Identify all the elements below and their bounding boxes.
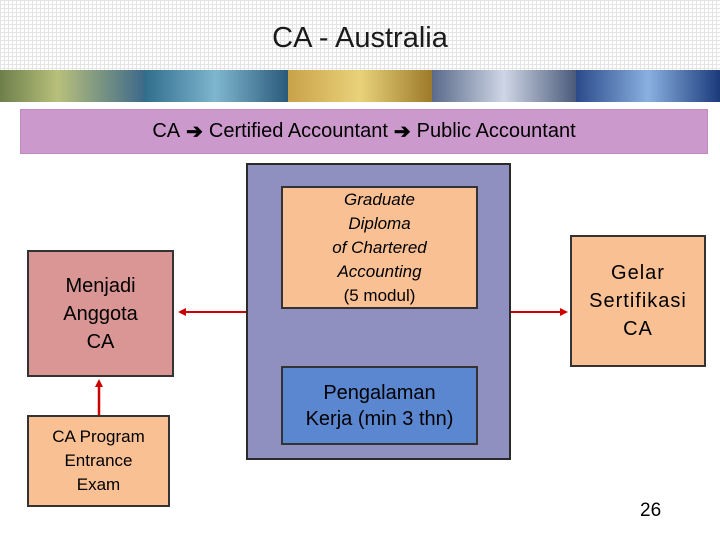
header-grid-background <box>0 0 720 70</box>
work-experience-label: Pengalaman Kerja (min 3 thn) <box>305 381 454 430</box>
entrance-exam-box: CA Program Entrance Exam <box>27 415 170 507</box>
band-ca: CA <box>152 120 181 142</box>
menjadi-anggota-label: Menjadi Anggota CA <box>63 274 138 353</box>
arrow-right-icon: ➔ <box>393 121 411 143</box>
band-public: Public Accountant <box>416 120 576 142</box>
graduate-diploma-box: Graduate Diploma of Chartered Accounting… <box>281 186 478 309</box>
entrance-exam-label: CA Program Entrance Exam <box>52 427 145 494</box>
graduate-diploma-title: Graduate Diploma of Chartered Accounting <box>332 189 427 281</box>
work-experience-box: Pengalaman Kerja (min 3 thn) <box>281 366 478 445</box>
banner-tile <box>432 70 576 102</box>
page-number: 26 <box>640 500 662 521</box>
header-banner-image <box>0 70 720 102</box>
banner-tile <box>576 70 720 102</box>
slide-title: CA - Australia <box>272 22 448 54</box>
menjadi-anggota-box: Menjadi Anggota CA <box>27 250 174 377</box>
definition-band: CA ➔ Certified Accountant ➔ Public Accou… <box>20 109 708 154</box>
gelar-sertifikasi-label: Gelar Sertifikasi CA <box>589 262 687 340</box>
banner-tile <box>144 70 288 102</box>
graduate-diploma-modules: (5 modul) <box>343 285 416 305</box>
band-certified: Certified Accountant <box>208 120 388 142</box>
arrow-right-icon: ➔ <box>186 121 203 143</box>
banner-tile <box>288 70 432 102</box>
banner-tile <box>0 70 144 102</box>
gelar-sertifikasi-box: Gelar Sertifikasi CA <box>570 235 706 367</box>
